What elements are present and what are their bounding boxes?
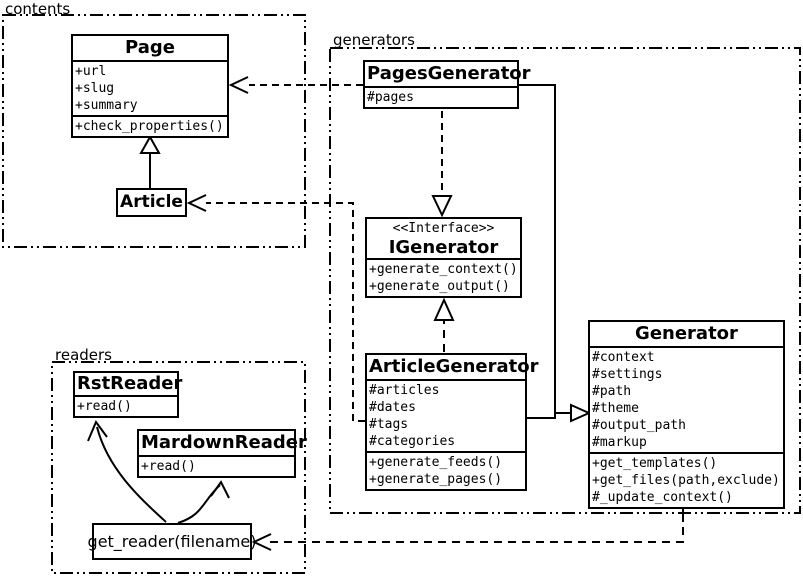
attribute: #path — [592, 384, 632, 399]
attribute: #tags — [369, 417, 409, 432]
class-generator-attributes: #context #settings #path #theme #output_… — [590, 346, 783, 452]
class-generator-methods: +get_templates() +get_files(path,exclude… — [590, 452, 783, 507]
attribute: #markup — [592, 435, 647, 450]
dependency-arrow-generator-getreader — [251, 533, 272, 551]
node-get-reader: get_reader(filename) — [88, 523, 256, 560]
association-arrow-getreader-mardownreader — [210, 480, 230, 499]
class-rstreader-title: RstReader — [77, 373, 183, 394]
attribute: #theme — [592, 401, 639, 416]
package-label-generators: generators — [333, 31, 415, 49]
method: +get_files(path,exclude) — [592, 473, 780, 488]
method: +generate_context() — [369, 262, 518, 277]
attribute: +summary — [75, 98, 138, 113]
package-border-readers — [51, 361, 306, 574]
class-page: Page +url +slug +summary +check_properti… — [71, 34, 229, 138]
attribute: #categories — [369, 434, 456, 449]
class-generator: Generator #context #settings #path #them… — [588, 320, 785, 509]
attribute: #dates — [369, 400, 416, 415]
dependency-line-articlegenerator-article — [206, 202, 365, 422]
dependency-arrow-articlegenerator-article — [186, 194, 207, 212]
method: +generate_output() — [369, 279, 510, 294]
class-mardownreader-title: MardownReader — [141, 432, 307, 453]
class-page-title: Page — [125, 37, 175, 58]
dependency-line-generator-getreader — [270, 527, 684, 543]
class-generator-title: Generator — [635, 323, 738, 344]
attribute: #articles — [369, 383, 440, 398]
attribute: +url — [75, 64, 107, 79]
class-articlegenerator-title: ArticleGenerator — [369, 356, 539, 377]
association-curve-getreader-rstreader — [96, 426, 167, 523]
class-mardownreader: MardownReader +read() — [137, 429, 307, 478]
class-pagesgenerator-title: PagesGenerator — [367, 63, 531, 84]
realization-triangle-pagesgenerator-igenerator — [431, 195, 453, 218]
method: +get_templates() — [592, 456, 718, 471]
class-igenerator: <<Interface>> IGenerator +generate_conte… — [365, 217, 522, 298]
method: +read() — [77, 399, 132, 414]
class-articlegenerator-methods: +generate_feeds() +generate_pages() — [367, 451, 525, 489]
attribute: +slug — [75, 81, 115, 96]
attribute: #output_path — [592, 418, 686, 433]
class-articlegenerator: ArticleGenerator #articles #dates #tags … — [365, 353, 539, 491]
class-article: Article — [116, 188, 187, 217]
attribute: #settings — [592, 367, 663, 382]
class-rstreader: RstReader +read() — [73, 371, 183, 418]
dependency-arrow-pagesgenerator-page — [228, 76, 249, 94]
class-igenerator-stereotype: <<Interface>> — [392, 221, 495, 236]
method: +read() — [141, 459, 196, 474]
package-border-contents — [2, 14, 306, 248]
class-igenerator-title: IGenerator — [388, 237, 499, 258]
class-page-methods: +check_properties() — [73, 115, 227, 136]
package-border-generators — [329, 47, 801, 514]
method: +generate_feeds() — [369, 455, 503, 470]
package-label-readers: readers — [55, 346, 112, 364]
attribute: #context — [592, 350, 655, 365]
generalization-line-pagesgenerator-generator — [519, 84, 556, 419]
generalization-triangle-generator — [570, 403, 592, 423]
class-article-title: Article — [120, 192, 183, 212]
attribute: #pages — [367, 90, 414, 105]
method: +generate_pages() — [369, 472, 503, 487]
generalization-triangle-article-page — [139, 134, 161, 154]
package-label-contents: contents — [5, 0, 71, 18]
class-igenerator-methods: +generate_context() +generate_output() — [367, 258, 520, 296]
node-get-reader-label: get_reader(filename) — [87, 532, 257, 551]
realization-triangle-articlegenerator-igenerator — [433, 297, 455, 321]
method: #_update_context() — [592, 490, 733, 505]
class-rstreader-methods: +read() — [75, 395, 177, 416]
class-pagesgenerator-attributes: #pages — [365, 86, 517, 107]
class-pagesgenerator: PagesGenerator #pages — [363, 60, 531, 109]
method: +check_properties() — [75, 119, 224, 134]
class-page-attributes: +url +slug +summary — [73, 60, 227, 115]
association-arrow-getreader-rstreader — [87, 419, 108, 442]
class-articlegenerator-attributes: #articles #dates #tags #categories — [367, 379, 525, 451]
class-mardownreader-methods: +read() — [139, 455, 294, 476]
